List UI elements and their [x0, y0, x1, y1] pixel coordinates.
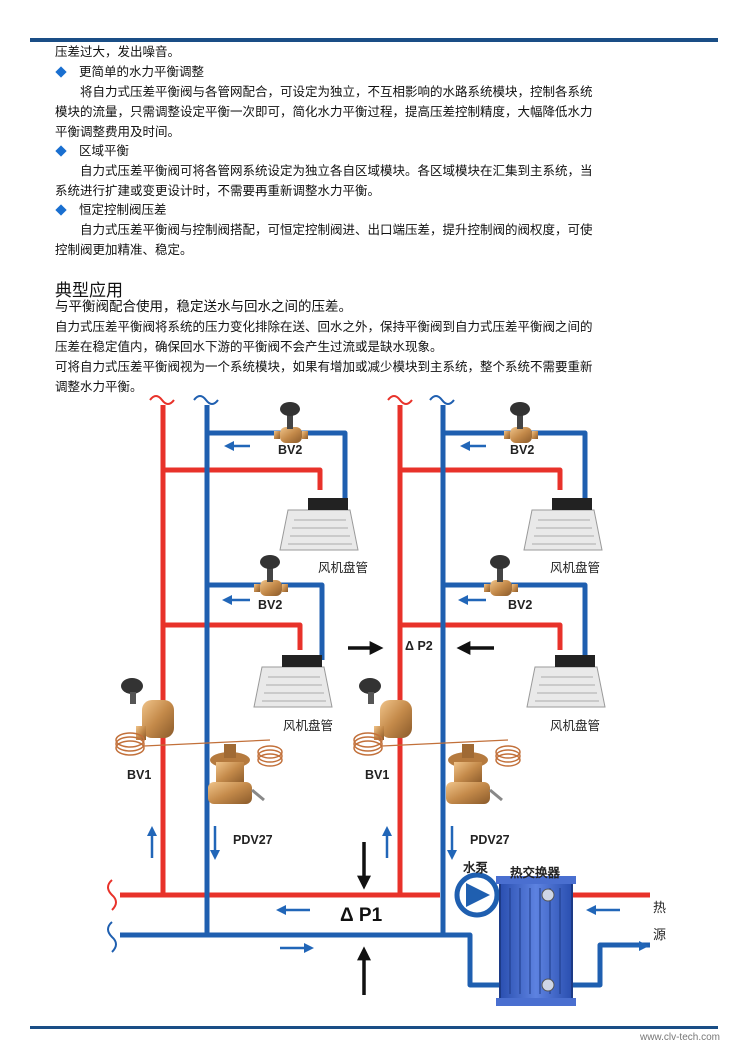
bv2-valve-icon [254, 555, 288, 596]
bv2-label: BV2 [510, 443, 535, 457]
return-pipe-breaks [107, 395, 455, 953]
continued-text: 压差过大，发出噪音。 [55, 44, 181, 59]
body-line: 系统进行扩建或变更设计时，不需要再重新调整水力平衡。 [55, 183, 381, 198]
heat-exchanger-icon [496, 876, 576, 1006]
bv1-label: BV1 [365, 768, 390, 782]
pump-icon [454, 872, 500, 918]
pump-label: 水泵 [463, 860, 489, 875]
bullet-heading: 更简单的水力平衡调整 [55, 62, 204, 82]
section-paragraph: 调整水力平衡。 [55, 379, 143, 394]
bv2-valve-icon [504, 402, 538, 443]
section-paragraph: 可将自力式压差平衡阀视为一个系统模块，如果有增加或减少模块到主系统，整个系统不需… [55, 359, 593, 374]
bullet-title: 恒定控制阀压差 [79, 202, 167, 217]
fan-coil-unit-icon [279, 498, 359, 551]
flow-arrows [147, 441, 649, 953]
bv1-valve-icon [353, 678, 509, 756]
body-line: 自力式压差平衡阀可将各管网系统设定为独立各自区域模块。各区域模块在汇集到主系统，… [80, 163, 593, 178]
dp2-label: Δ P2 [405, 639, 433, 653]
bottom-rule [30, 1026, 718, 1029]
bullet-title: 更简单的水力平衡调整 [79, 64, 205, 79]
bullet-heading: 区域平衡 [55, 141, 129, 161]
fan-coil-unit-icon [526, 655, 606, 708]
footer-website: www.clv-tech.com [639, 1032, 720, 1043]
pdv27-valve-icon [208, 744, 283, 804]
body-line: 控制阀更加精准、稳定。 [55, 242, 193, 257]
bv2-label: BV2 [278, 443, 303, 457]
bv2-label: BV2 [258, 598, 283, 612]
body-line: 自力式压差平衡阀与控制阀搭配，可恒定控制阀进、出口端压差，提升控制阀的阀权度，可… [80, 222, 593, 237]
exchanger-label: 热交换器 [510, 865, 561, 880]
pdv27-valve-icon [446, 744, 521, 804]
fan-coil-label: 风机盘管 [318, 560, 369, 575]
heat-source-label: 源 [653, 928, 667, 943]
dp1-label: Δ P1 [340, 905, 383, 926]
fan-coil-label: 风机盘管 [550, 560, 601, 575]
pdv27-label: PDV27 [470, 833, 510, 847]
supply-pipes [120, 405, 650, 898]
section-heading: 典型应用 [55, 281, 123, 301]
bv2-valve-icon [274, 402, 308, 443]
bv2-label: BV2 [508, 598, 533, 612]
pressure-differential-arrows [348, 641, 494, 995]
top-rule [30, 38, 718, 42]
supply-pipe-breaks [107, 395, 413, 911]
pdv27-label: PDV27 [233, 833, 273, 847]
bv2-valve-icon [484, 555, 518, 596]
bv1-valve-icon [115, 678, 271, 756]
fan-coil-label: 风机盘管 [550, 718, 601, 733]
fan-coil-unit-icon [253, 655, 333, 708]
fan-coil-unit-icon [523, 498, 603, 551]
bullet-heading: 恒定控制阀压差 [55, 200, 167, 220]
bullet-title: 区域平衡 [79, 143, 130, 158]
body-line: 将自力式压差平衡阀与各管网配合，可设定为独立，不互相影响的水路系统模块，控制各系… [80, 84, 593, 99]
heat-source-label: 热 [653, 901, 667, 916]
section-paragraph: 压差在稳定值内，确保回水下游的平衡阀不会产生过流或是缺水现象。 [55, 339, 443, 354]
fan-coil-label: 风机盘管 [283, 718, 334, 733]
section-paragraph: 与平衡阀配合使用，稳定送水与回水之间的压差。 [55, 299, 352, 315]
body-line: 平衡调整费用及时间。 [55, 124, 181, 139]
body-line: 模块的流量，只需调整设定平衡一次即可，简化水力平衡过程，提高压差控制精度，大幅降… [55, 104, 593, 119]
bv1-label: BV1 [127, 768, 152, 782]
section-paragraph: 自力式压差平衡阀将系统的压力变化排除在送、回水之外，保持平衡阀到自力式压差平衡阀… [55, 319, 593, 334]
